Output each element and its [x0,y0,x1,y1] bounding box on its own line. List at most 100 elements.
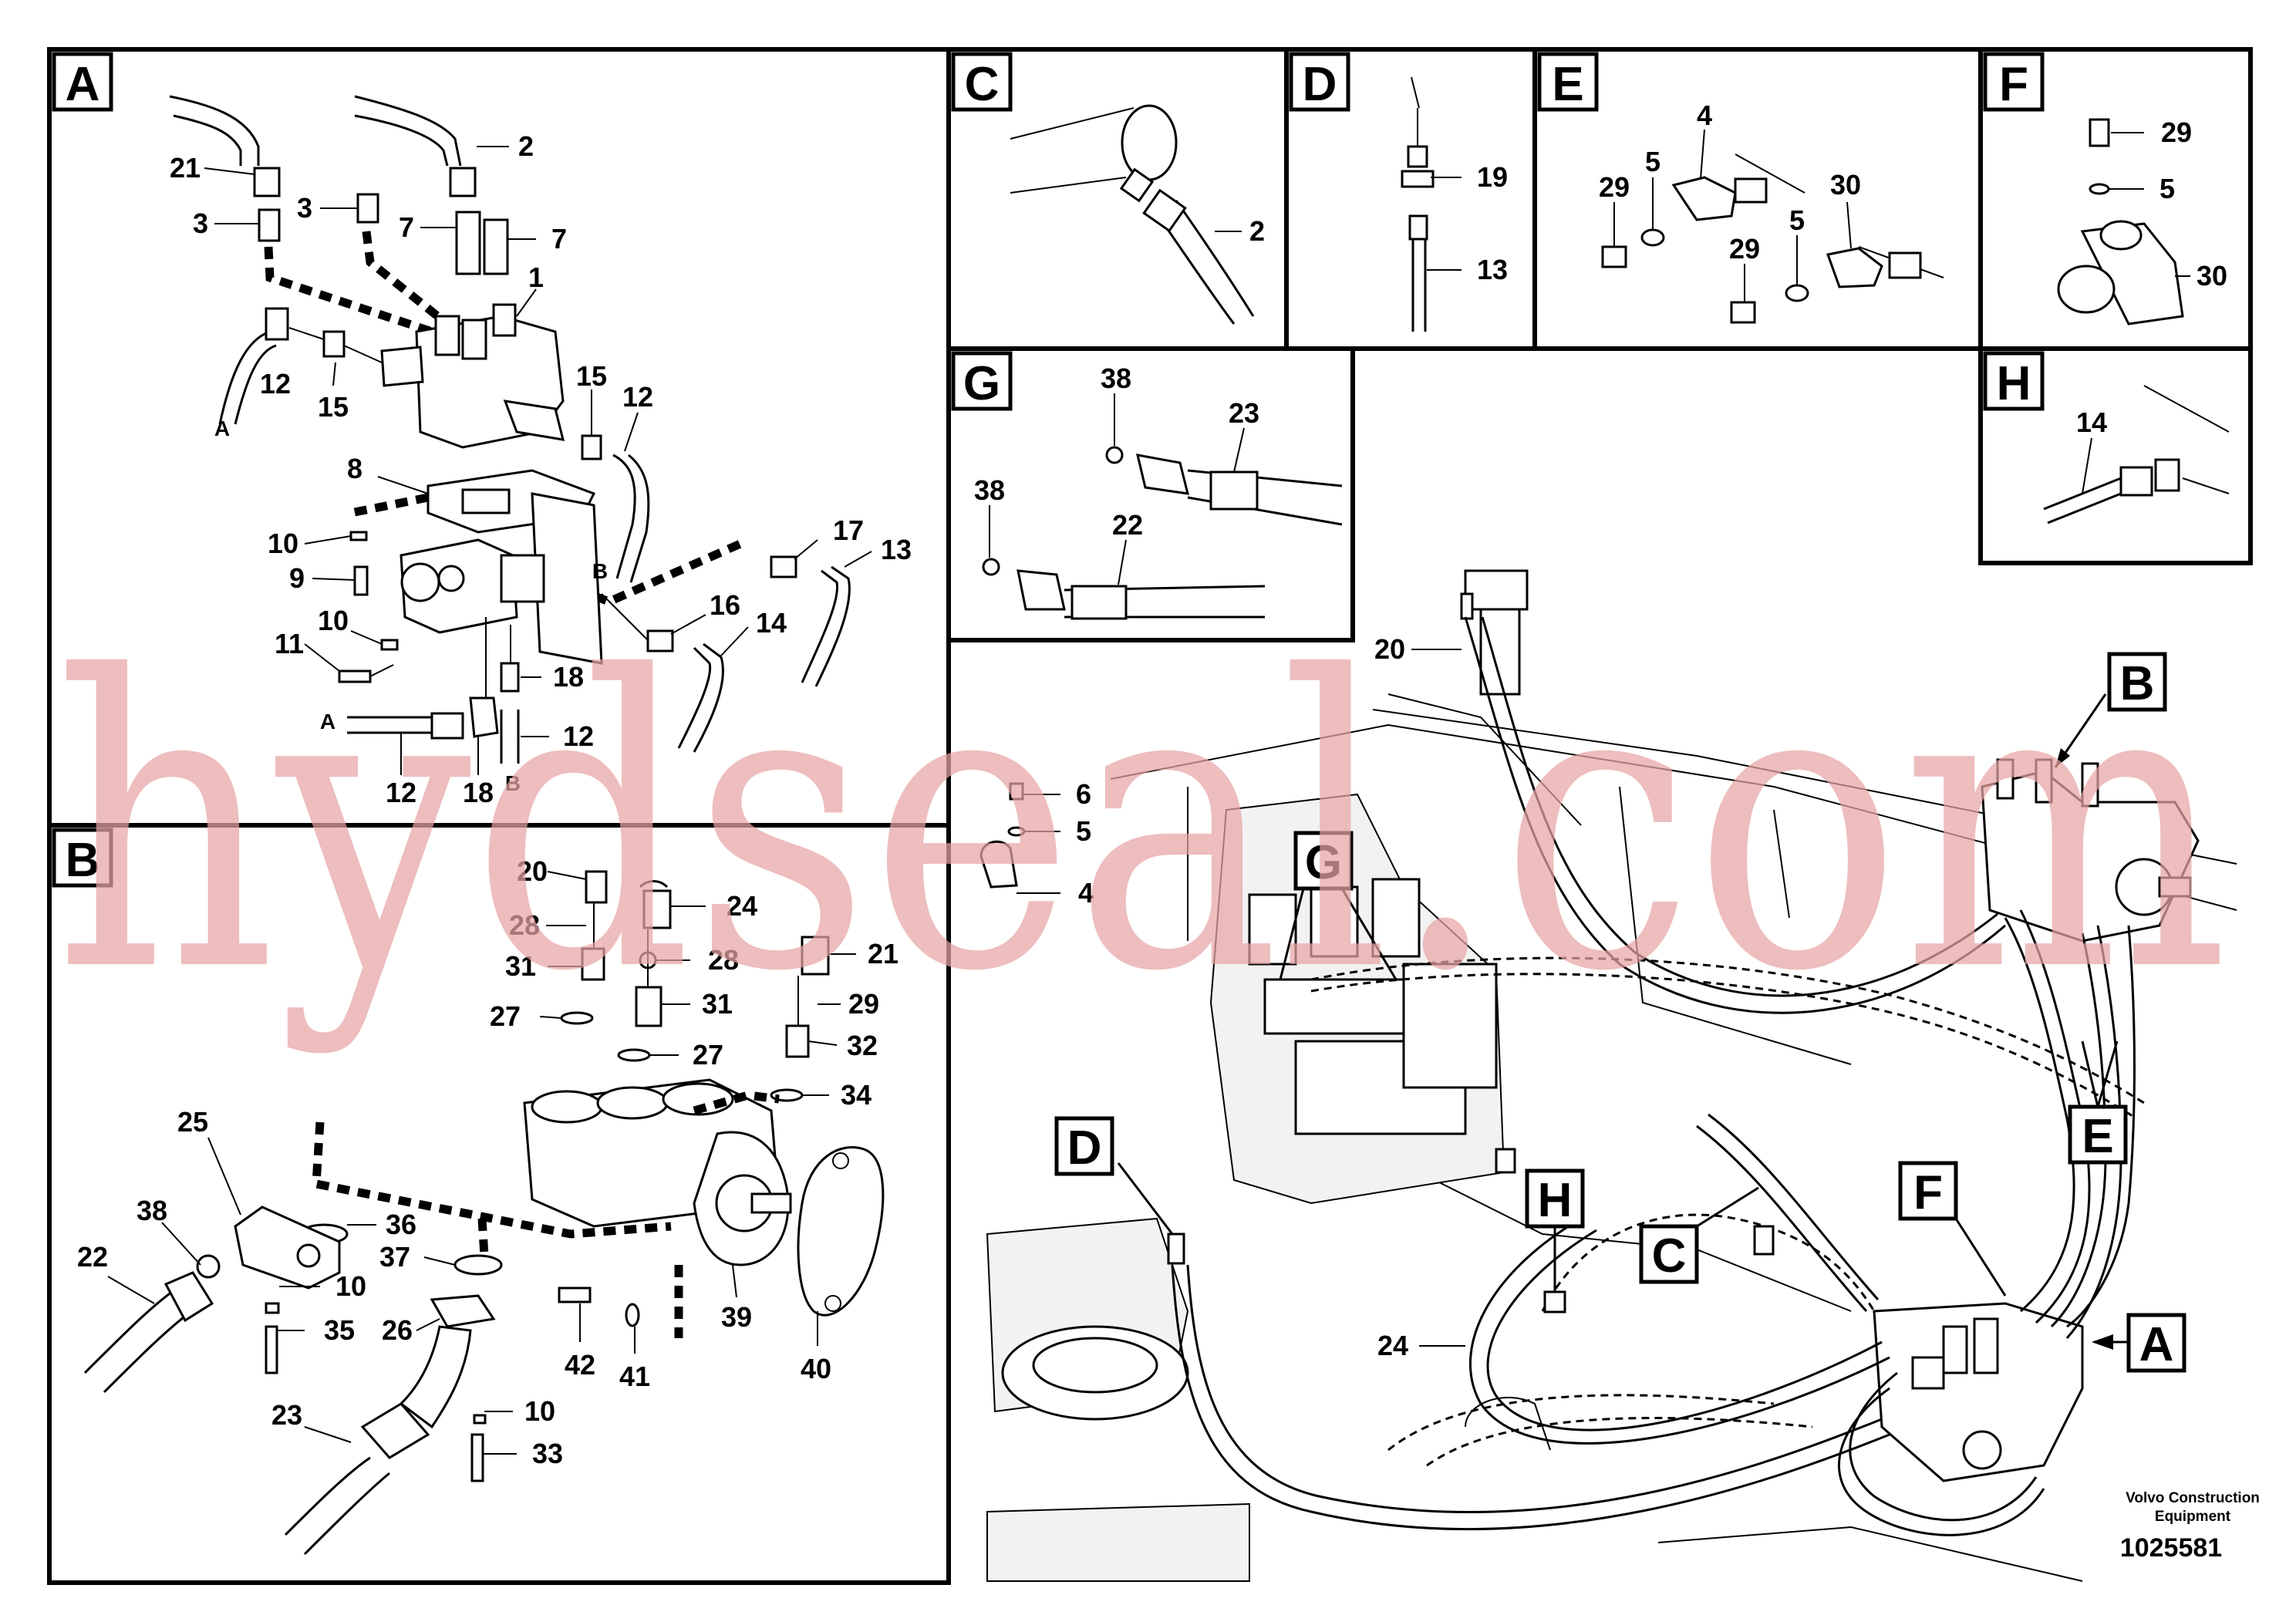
callout-a-8: 15 [318,391,349,423]
badge-h-letter: H [1997,357,2031,410]
callout-e-1: 29 [1599,171,1630,203]
overview-label-h: H [1538,1174,1573,1227]
callout-b-14: 22 [77,1241,108,1273]
overview-callout-0: 20 [1374,633,1405,665]
callout-a-23: A [320,710,335,733]
badge-e-letter: E [1552,58,1583,111]
badge-a: A [52,52,113,112]
callout-f-0: 29 [2161,116,2192,148]
callout-b-7: 27 [693,1039,723,1071]
callout-b-11: 34 [841,1079,872,1111]
callout-b-25: 39 [721,1301,752,1333]
callout-a-11: A [214,416,230,440]
callout-e-2: 5 [1645,146,1660,177]
callout-e-0: 4 [1697,99,1712,131]
callout-b-6: 31 [702,988,733,1020]
callout-g-3: 22 [1112,509,1143,541]
panel-d-drawing [1401,76,1435,332]
panel-b-drawing [83,870,885,1556]
callout-b-23: 42 [565,1349,595,1381]
callout-a-5: 7 [551,223,567,255]
callout-b-26: 40 [801,1353,831,1384]
callout-d-0: 19 [1477,161,1508,193]
callout-b-16: 10 [335,1270,366,1302]
overview-callout-3: 4 [1078,877,1094,909]
callout-b-22: 33 [532,1438,563,1469]
overview-callout-1: 6 [1076,778,1091,810]
overview-label-a: A [2139,1318,2174,1371]
overview-badges: B G D H C F E A [1054,652,2186,1373]
callout-a-16: 11 [275,628,304,659]
callout-b-18: 37 [379,1241,410,1273]
callout-h-0: 14 [2076,406,2107,438]
callout-a-10: 12 [622,381,653,413]
overview-drawing [979,569,2237,1582]
callout-b-3: 27 [490,1000,521,1032]
callout-a-15: 10 [318,605,349,636]
panel-c-drawing [1010,104,1255,325]
badge-d-letter: D [1303,58,1337,111]
badge-c: C [951,52,1013,112]
badge-g: G [951,351,1013,411]
callout-f-1: 5 [2159,173,2175,204]
overview-label-e: E [2082,1110,2113,1163]
callout-b-4: 24 [727,890,757,922]
callout-b-15: 36 [386,1209,416,1240]
callout-e-3: 30 [1830,169,1861,201]
callout-b-5: 28 [708,944,739,976]
overview-callout-4: 24 [1377,1330,1408,1361]
callout-b-0: 20 [517,855,548,887]
overview-label-d: D [1067,1121,1102,1175]
doc-number: 1025581 [2120,1533,2222,1563]
overview-callouts: 20 6 5 4 24 [1017,633,1465,1361]
badge-d: D [1289,52,1350,112]
badge-f: F [1983,52,2045,112]
badge-e: E [1537,52,1599,112]
panel-a-callouts: 21 3 3 2 7 7 1 12 15 15 12 A 8 10 9 10 1… [170,130,912,808]
callout-b-8: 21 [868,938,899,969]
callout-a-12: 8 [347,453,362,484]
callout-b-12: 25 [177,1106,208,1138]
callout-c-0: 2 [1249,215,1265,247]
callout-a-7: 12 [260,368,291,400]
brand-line-2: Equipment [2155,1509,2231,1525]
overview-label-f: F [1913,1166,1943,1219]
badge-g-letter: G [963,357,1000,410]
callout-a-27: 12 [563,720,594,752]
badge-a-letter: A [66,58,100,111]
footer: Volvo Construction Equipment 1025581 [2120,1490,2260,1563]
callout-e-4: 5 [1789,204,1805,236]
brand-line-1: Volvo Construction [2126,1490,2260,1506]
panel-a-drawing [169,95,851,764]
panel-frames [47,47,2253,1585]
callout-b-2: 31 [505,950,536,982]
callout-b-1: 28 [509,909,540,941]
callout-a-18: 17 [833,514,864,546]
callout-a-19: 13 [881,534,912,565]
overview-label-g: G [1305,836,1342,889]
callout-e-5: 29 [1729,233,1760,265]
callout-a-17: B [592,559,608,583]
panel-badges: A B C D E F G H [52,52,2045,888]
callout-d-1: 13 [1477,254,1508,285]
callout-a-24: 12 [386,777,416,808]
callout-a-22: 18 [553,661,584,693]
overview-label-c: C [1652,1229,1687,1283]
callout-a-3: 2 [518,130,534,162]
badge-f-letter: F [1999,58,2028,111]
callout-a-25: 18 [463,777,494,808]
badge-b: B [52,828,113,888]
badge-b-letter: B [66,834,100,887]
callout-b-13: 38 [137,1195,167,1226]
panel-e-drawing [1601,153,1944,324]
callout-a-21: 14 [756,607,787,639]
callout-b-21: 23 [271,1399,302,1431]
callout-b-9: 29 [848,988,879,1020]
callout-a-26: B [505,771,521,795]
callout-b-10: 32 [847,1030,878,1061]
panel-f-drawing [2057,118,2184,325]
callout-a-4: 7 [399,211,414,243]
panel-g-drawing [982,446,1343,620]
callout-a-14: 9 [289,562,305,594]
